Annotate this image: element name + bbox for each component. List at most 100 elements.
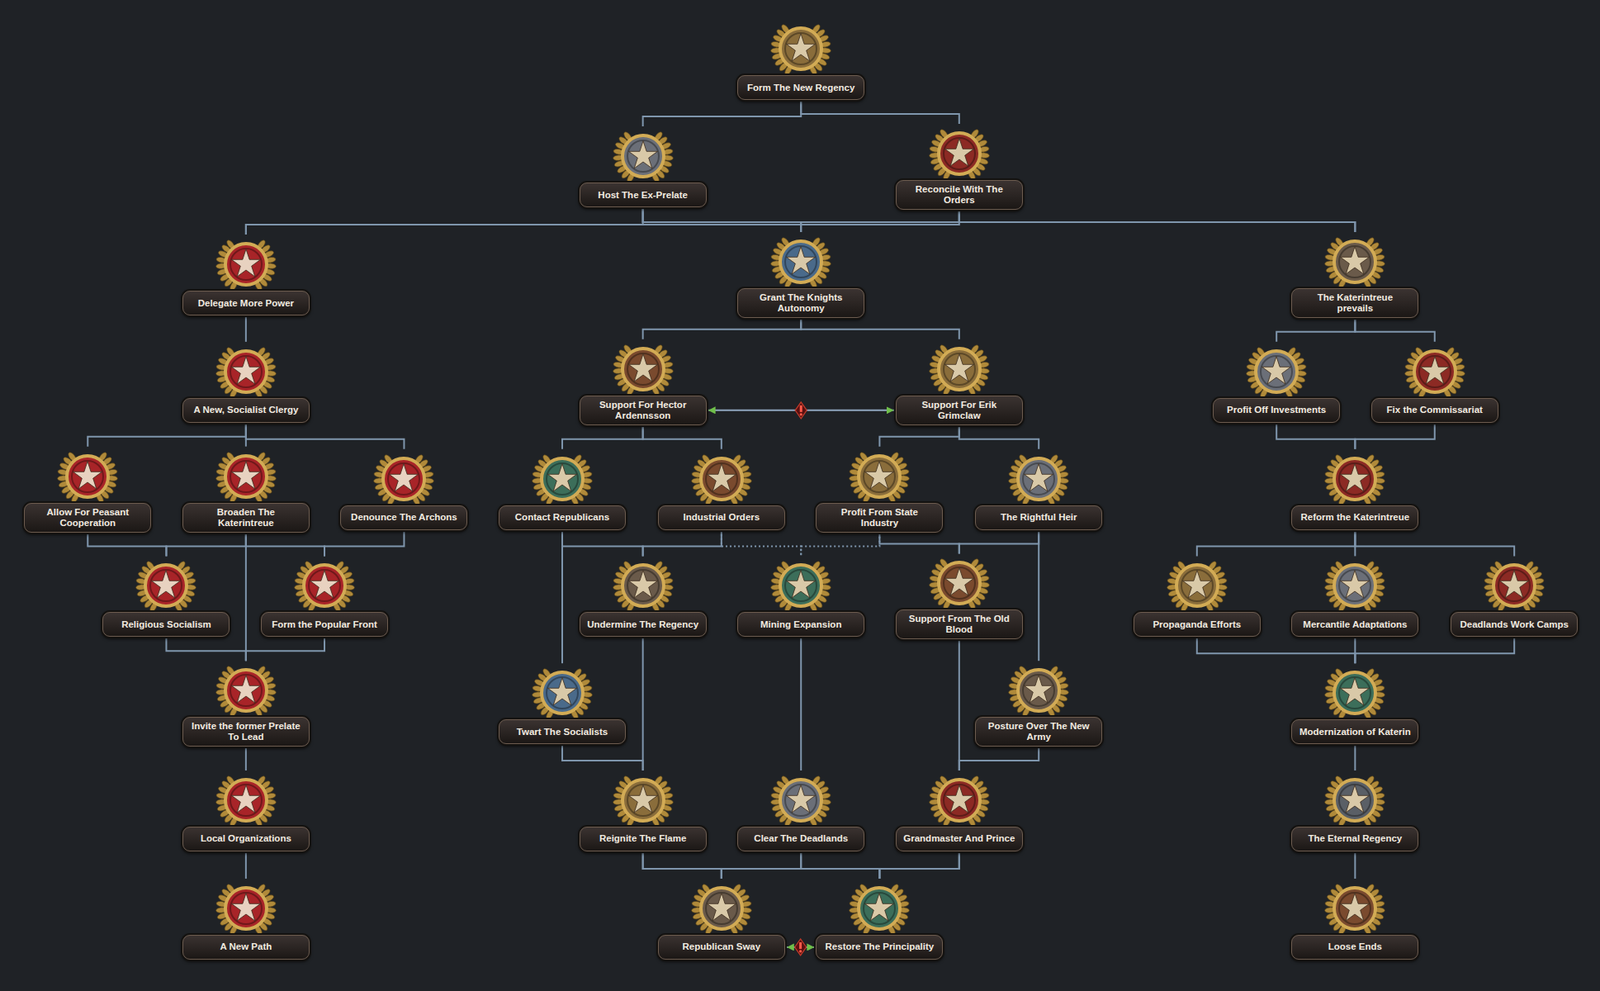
prerequisite-line (87, 532, 166, 557)
focus-label: Reconcile With The Orders (895, 179, 1023, 210)
focus-title: Mining Expansion (744, 619, 857, 630)
focus-title: Deadlands Work Camps (1457, 619, 1571, 630)
focus-node: Undermine The Regency (579, 555, 707, 637)
focus-node: Republican Sway (657, 878, 786, 960)
focus-label: Grandmaster And Prince (895, 826, 1023, 852)
focus-label: Support For Erik Grimclaw (895, 395, 1023, 426)
focus-node: Posture Over The New Army (975, 660, 1103, 747)
focus-title: The Katerintreue prevails (1298, 292, 1411, 314)
prerequisite-line (1353, 851, 1356, 879)
focus-label: Allow For Peasant Cooperation (23, 502, 152, 533)
prerequisite-line (246, 422, 405, 450)
focus-label: Deadlands Work Camps (1450, 611, 1578, 637)
focus-label: Loose Ends (1291, 934, 1419, 960)
focus-title: Grandmaster And Prince (903, 833, 1016, 844)
prerequisite-line (800, 99, 960, 124)
focus-node: Religious Socialism (102, 555, 230, 637)
focus-title: Support For Hector Ardennsson (586, 399, 700, 422)
focus-title: Twart The Socialists (506, 726, 619, 738)
focus-icon (1476, 555, 1552, 614)
focus-label: Support For Hector Ardennsson (579, 395, 707, 426)
focus-title: Undermine The Regency (586, 619, 700, 630)
focus-icon (366, 449, 441, 507)
prerequisite-line (324, 530, 404, 557)
focus-title: Reform the Katerintreue (1298, 511, 1411, 523)
focus-label: Republican Sway (657, 934, 786, 960)
focus-title: Reignite The Flame (586, 833, 700, 844)
focus-title: Fix the Commissariat (1378, 404, 1492, 416)
focus-node: Delegate More Power (182, 234, 310, 316)
focus-icon (842, 446, 917, 505)
focus-icon (605, 126, 681, 185)
focus-label: Undermine The Regency (579, 611, 707, 637)
prerequisite-line (1276, 317, 1355, 342)
focus-node: A New Path (182, 878, 310, 960)
focus-title: Modernization of Katerin (1298, 726, 1411, 738)
prerequisite-line (958, 639, 961, 771)
prerequisite-line (800, 317, 960, 340)
focus-title: Propaganda Efforts (1140, 619, 1254, 630)
prerequisite-line (1354, 317, 1435, 342)
focus-label: A New, Socialist Clergy (182, 397, 310, 423)
focus-title: Allow For Peasant Cooperation (31, 506, 144, 529)
focus-label: Clear The Deadlands (737, 826, 865, 852)
prerequisite-line (1353, 743, 1356, 771)
focus-label: Propaganda Efforts (1133, 611, 1261, 637)
prerequisite-line (642, 636, 644, 771)
prerequisite-line (643, 425, 722, 450)
focus-icon (1239, 341, 1314, 400)
exclusive-marker (795, 938, 807, 956)
focus-title: Delegate More Power (189, 298, 303, 309)
focus-icon (208, 660, 284, 719)
focus-label: Modernization of Katerin (1291, 719, 1419, 744)
focus-node: Reignite The Flame (579, 770, 707, 852)
focus-title: Industrial Orders (665, 511, 778, 523)
prerequisite-line (959, 425, 1039, 450)
focus-title: Contact Republicans (506, 511, 619, 523)
focus-icon (763, 555, 838, 614)
focus-icon (1317, 555, 1392, 614)
focus-title: Reconcile With The Orders (903, 184, 1016, 206)
focus-icon (922, 123, 997, 182)
focus-icon (525, 449, 600, 507)
prerequisite-line (879, 532, 959, 554)
prerequisite-line (721, 851, 960, 879)
focus-title: Mercantile Adaptations (1298, 619, 1411, 630)
focus-node: Clear The Deadlands (737, 770, 865, 852)
focus-node: The Katerintreue prevails (1291, 231, 1419, 318)
focus-icon (763, 18, 838, 77)
prerequisite-line (1276, 422, 1355, 450)
focus-icon (1317, 449, 1392, 507)
prerequisite-line (246, 636, 325, 661)
focus-title: A New, Socialist Clergy (189, 404, 303, 416)
focus-title: Profit Off Investments (1220, 404, 1333, 416)
focus-label: Grant The Knights Autonomy (737, 288, 865, 318)
focus-icon (922, 553, 997, 611)
focus-label: Mercantile Adaptations (1291, 611, 1419, 637)
prerequisite-line (246, 209, 960, 235)
focus-label: Mining Expansion (737, 611, 865, 637)
focus-node: Support For Hector Ardennsson (579, 339, 707, 426)
prerequisite-line (643, 317, 802, 340)
focus-icon (605, 555, 681, 614)
focus-label: Fix the Commissariat (1371, 397, 1499, 423)
focus-icon (605, 770, 681, 829)
focus-label: Religious Socialism (102, 611, 230, 637)
focus-icon (208, 770, 284, 829)
focus-label: Form The New Regency (737, 75, 865, 100)
focus-icon (208, 878, 284, 937)
focus-node: Reform the Katerintreue (1291, 449, 1419, 531)
focus-title: A New Path (189, 941, 303, 952)
focus-icon (1159, 555, 1235, 614)
focus-label: Contact Republicans (498, 505, 626, 531)
focus-label: Support From The Old Blood (895, 609, 1023, 640)
focus-node: Form the Popular Front (260, 555, 389, 637)
prerequisite-line (165, 636, 246, 661)
prerequisite-line (245, 532, 247, 662)
focus-title: The Rightful Heir (982, 511, 1095, 523)
focus-title: Posture Over The New Army (982, 720, 1095, 743)
focus-title: Host The Ex-Prelate (586, 189, 700, 201)
focus-title: Form The New Regency (744, 82, 857, 94)
exclusive-marker (795, 402, 807, 419)
prerequisite-line (800, 851, 880, 879)
